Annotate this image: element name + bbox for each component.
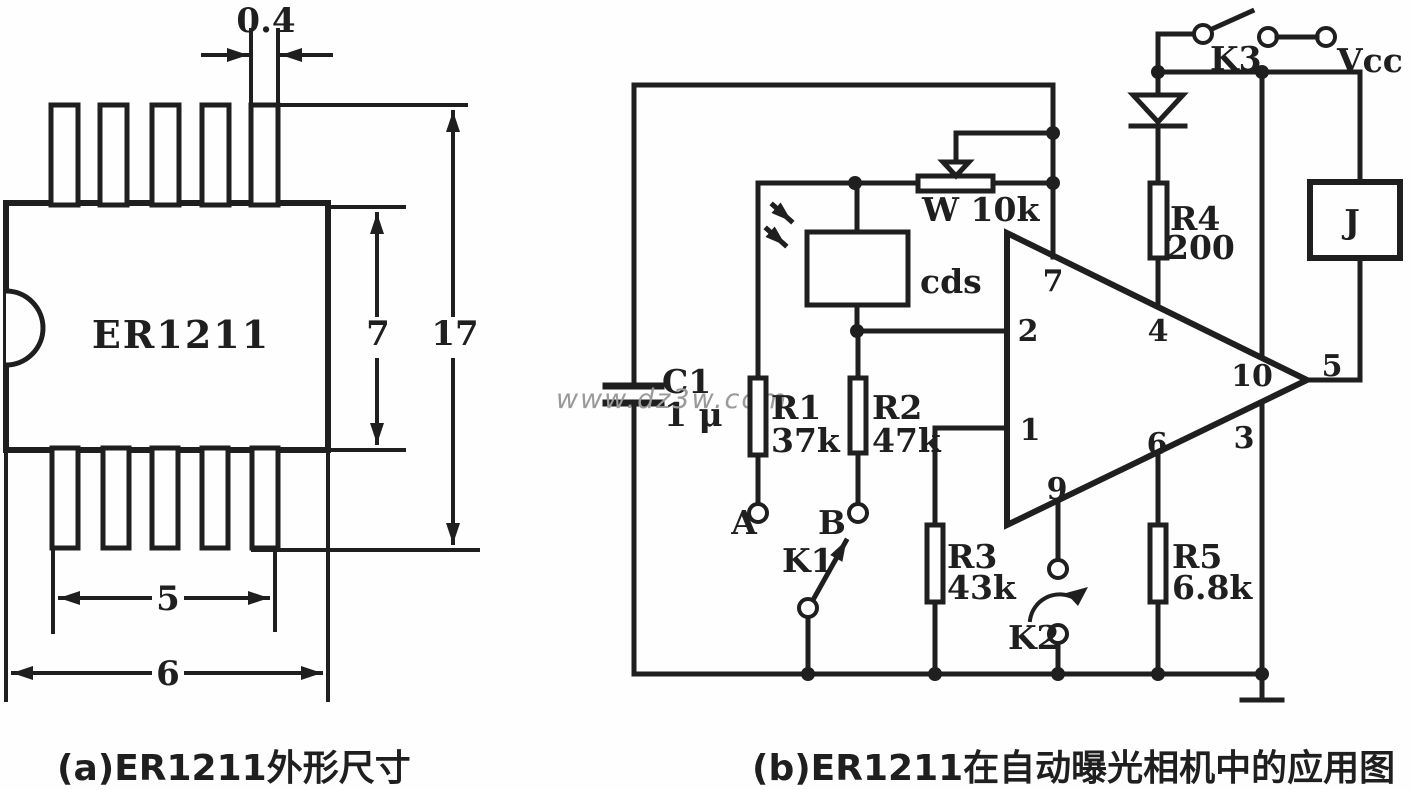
potentiometer-w (915, 159, 996, 194)
r5-value-label: 6.8k (1172, 568, 1253, 607)
dim-total-width-label: 6 (156, 654, 180, 694)
light-arrows-icon (763, 201, 795, 249)
resistor-r2 (847, 375, 869, 456)
r2-value-label: 47k (872, 421, 942, 460)
relay-j-label: J (1341, 202, 1360, 241)
dimension-body-height: 7 (326, 205, 406, 452)
opamp-pin-numbers: 7 2 1 9 4 6 10 3 5 (1018, 264, 1343, 507)
pin-6-label: 6 (1147, 427, 1168, 462)
cds-photocell (804, 229, 911, 308)
k2-label: K2 (1008, 618, 1060, 657)
terminal-b (847, 502, 869, 524)
figure-a-caption: (a)ER1211外形尺寸 (57, 748, 411, 789)
r5-name-label: R5 (1172, 537, 1222, 576)
figure-b-circuit: C1 1 μ www.dz3w.com W 10k cds R1 37k R2 … (556, 7, 1403, 789)
r3-value-label: 43k (947, 568, 1017, 607)
pin-4-label: 4 (1148, 314, 1169, 349)
vcc-connector (1257, 26, 1337, 48)
dim-pin-span-label: 5 (156, 579, 180, 619)
figure-b-caption: (b)ER1211在自动曝光相机中的应用图 (752, 748, 1395, 789)
pot-label: W 10k (921, 190, 1040, 229)
figure-a-package-drawing: 0.4 17 7 5 (3, 1, 480, 789)
dimension-total-width: 6 (4, 448, 330, 702)
dim-body-height-label: 7 (366, 314, 390, 354)
dim-pin-width-label: 0.4 (236, 1, 295, 41)
resistor-r1 (747, 375, 769, 458)
r1-name-label: R1 (771, 388, 821, 427)
ic-top-pins (48, 102, 281, 208)
dim-total-height-label: 17 (431, 314, 478, 354)
r3-name-label: R3 (947, 537, 997, 576)
chip-name-label: ER1211 (92, 312, 270, 357)
cds-label: cds (920, 262, 982, 301)
pin-10-label: 10 (1231, 359, 1273, 394)
dimension-total-height: 17 (251, 103, 480, 552)
terminal-a-label: A (730, 503, 757, 542)
switch-k3 (1192, 7, 1256, 45)
r1-value-label: 37k (771, 421, 841, 460)
pin-9-label: 9 (1047, 472, 1068, 507)
circuit-wires (631, 31, 1363, 677)
pin-5-label: 5 (1322, 349, 1343, 384)
resistor-r3 (924, 522, 946, 605)
ic-bottom-pins (49, 445, 281, 551)
r4-value-label: 200 (1166, 228, 1235, 267)
c1-value-label: 1 μ (664, 395, 723, 434)
capacitor-c1 (602, 382, 665, 407)
junction-dots (801, 65, 1269, 681)
resistor-r5 (1147, 522, 1169, 605)
k1-label: K1 (782, 541, 834, 580)
ic-index-notch (5, 288, 46, 368)
terminal-b-label: B (818, 503, 846, 542)
pin-2-label: 2 (1018, 314, 1039, 349)
pin-3-label: 3 (1234, 421, 1255, 456)
c1-name-label: C1 (662, 362, 711, 401)
r2-name-label: R2 (872, 388, 922, 427)
pin-1-label: 1 (1020, 413, 1041, 448)
resistor-r4 (1147, 180, 1170, 261)
switch-k1 (797, 537, 850, 619)
r4-name-label: R4 (1170, 199, 1220, 238)
switch-k2 (1027, 558, 1088, 645)
dimension-pin-width: 0.4 (201, 1, 333, 107)
terminal-a (747, 502, 769, 524)
pin-7-label: 7 (1043, 264, 1064, 299)
vcc-label: Vcc (1336, 41, 1403, 80)
diode (1127, 92, 1189, 129)
k3-label: K3 (1210, 39, 1262, 78)
dimension-pin-span: 5 (51, 550, 277, 634)
opamp-triangle (1004, 228, 1314, 530)
relay-j-box (1307, 179, 1403, 261)
